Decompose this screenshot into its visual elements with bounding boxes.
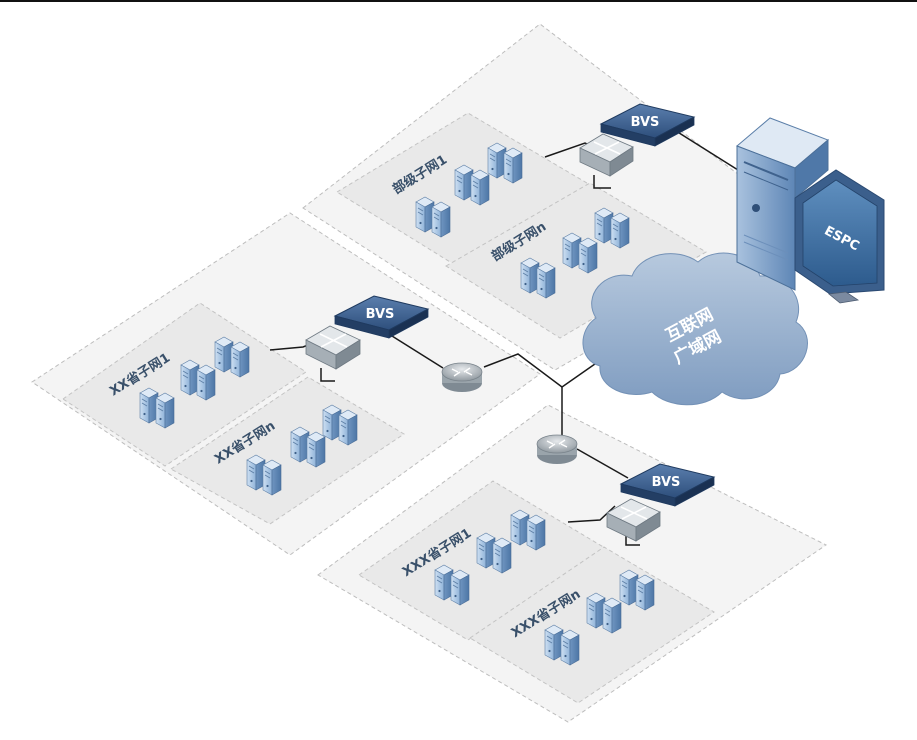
- router-icon: [536, 434, 578, 464]
- router-icon: [441, 362, 483, 392]
- bvs-label: BVS: [652, 475, 681, 490]
- espc-server-tower: [736, 117, 829, 291]
- internet-wan-cloud: 互联网 广域网: [582, 252, 808, 406]
- switch-icon: [305, 325, 361, 370]
- espc-monitor: ESPC: [794, 169, 885, 304]
- bvs-device-ministry: BVS: [599, 103, 696, 147]
- bvs-device-xxx: BVS: [619, 463, 716, 507]
- top-border-line: [0, 0, 917, 2]
- switch-icon: [579, 133, 634, 177]
- switch-icon: [606, 498, 661, 542]
- bvs-device-xx: BVS: [333, 295, 430, 339]
- bvs-label: BVS: [366, 307, 395, 322]
- bvs-label: BVS: [631, 115, 660, 130]
